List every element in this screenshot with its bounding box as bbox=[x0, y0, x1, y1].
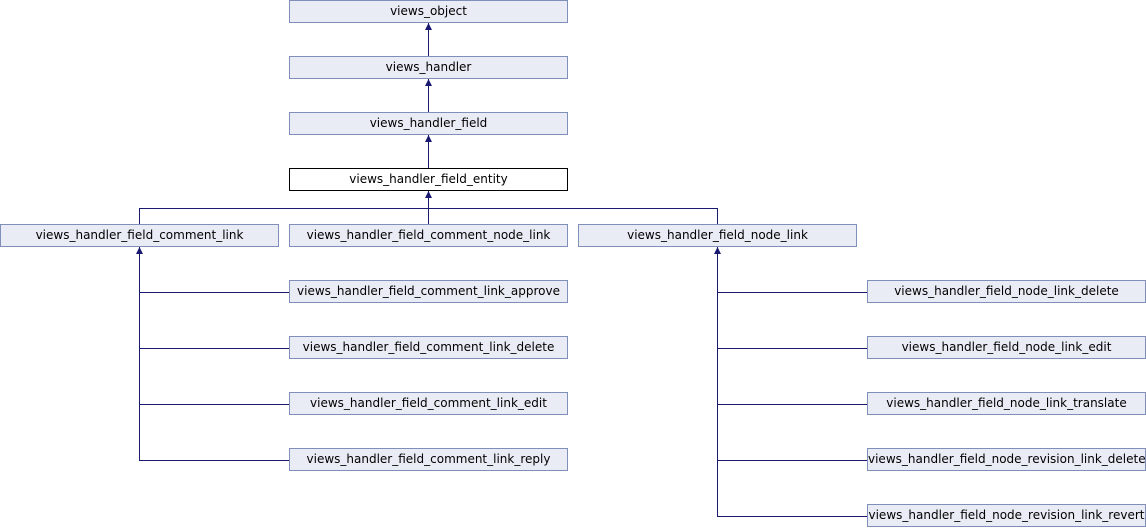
edge-node-link-to-entity bbox=[428, 208, 718, 224]
class-node-views-object[interactable]: views_object bbox=[289, 0, 568, 23]
class-node-node-link-translate[interactable]: views_handler_field_node_link_translate bbox=[867, 392, 1146, 415]
edge-comment-link-to-entity bbox=[139, 208, 429, 224]
class-node-comment-link-delete[interactable]: views_handler_field_comment_link_delete bbox=[289, 336, 568, 359]
class-node-node-link-edit[interactable]: views_handler_field_node_link_edit bbox=[867, 336, 1146, 359]
class-node-comment-link-edit[interactable]: views_handler_field_comment_link_edit bbox=[289, 392, 568, 415]
edge-comment-link-reply-to-comment-link bbox=[136, 247, 289, 461]
class-node-views-handler[interactable]: views_handler bbox=[289, 56, 568, 79]
class-node-node-link[interactable]: views_handler_field_node_link bbox=[578, 224, 857, 247]
class-node-comment-node-link[interactable]: views_handler_field_comment_node_link bbox=[289, 224, 568, 247]
class-node-views-handler-field-entity: views_handler_field_entity bbox=[289, 168, 568, 191]
class-node-comment-link-reply[interactable]: views_handler_field_comment_link_reply bbox=[289, 448, 568, 471]
edge-node-revision-link-revert-to-node-link bbox=[714, 247, 867, 517]
class-node-node-revision-link-revert[interactable]: views_handler_field_node_revision_link_r… bbox=[867, 504, 1146, 527]
class-node-comment-link-approve[interactable]: views_handler_field_comment_link_approve bbox=[289, 280, 568, 303]
class-node-comment-link[interactable]: views_handler_field_comment_link bbox=[0, 224, 279, 247]
class-node-views-handler-field[interactable]: views_handler_field bbox=[289, 112, 568, 135]
class-node-node-revision-link-delete[interactable]: views_handler_field_node_revision_link_d… bbox=[867, 448, 1146, 471]
class-node-node-link-delete[interactable]: views_handler_field_node_link_delete bbox=[867, 280, 1146, 303]
